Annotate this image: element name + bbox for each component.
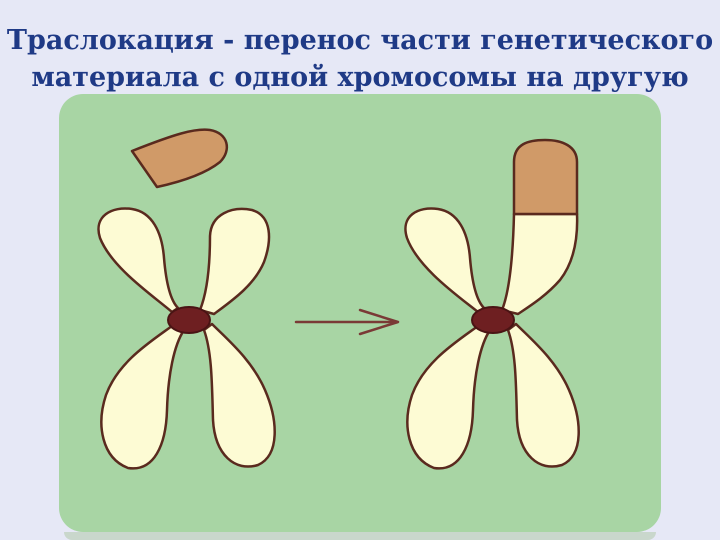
chromosome-left	[97, 207, 276, 470]
translocated-fragment	[512, 138, 579, 216]
page-title: Траслокация - перенос части генетическог…	[0, 22, 720, 96]
title-line-2: материала с одной хромосомы на другую	[31, 62, 689, 93]
right-chromosome-lower-left-arm	[406, 324, 492, 470]
left-chromosome-lower-left-arm	[100, 324, 186, 470]
left-chromosome-upper-right-arm	[198, 207, 271, 316]
left-chromosome-upper-left-arm	[97, 207, 180, 314]
title-line-1: Траслокация - перенос части генетическог…	[6, 25, 714, 56]
left-chromosome-lower-right-arm	[202, 322, 276, 468]
right-chromosome-lower-right-arm	[506, 322, 580, 468]
right-chromosome-centromere	[471, 306, 515, 334]
transfer-arrow	[294, 308, 400, 336]
panel-shadow	[64, 532, 656, 540]
chromosome-right	[404, 138, 580, 470]
right-chromosome-upper-left-arm	[404, 207, 486, 314]
right-chromosome-upper-right-arm	[500, 212, 579, 316]
detached-fragment	[130, 128, 229, 189]
left-chromosome-centromere	[167, 306, 211, 334]
